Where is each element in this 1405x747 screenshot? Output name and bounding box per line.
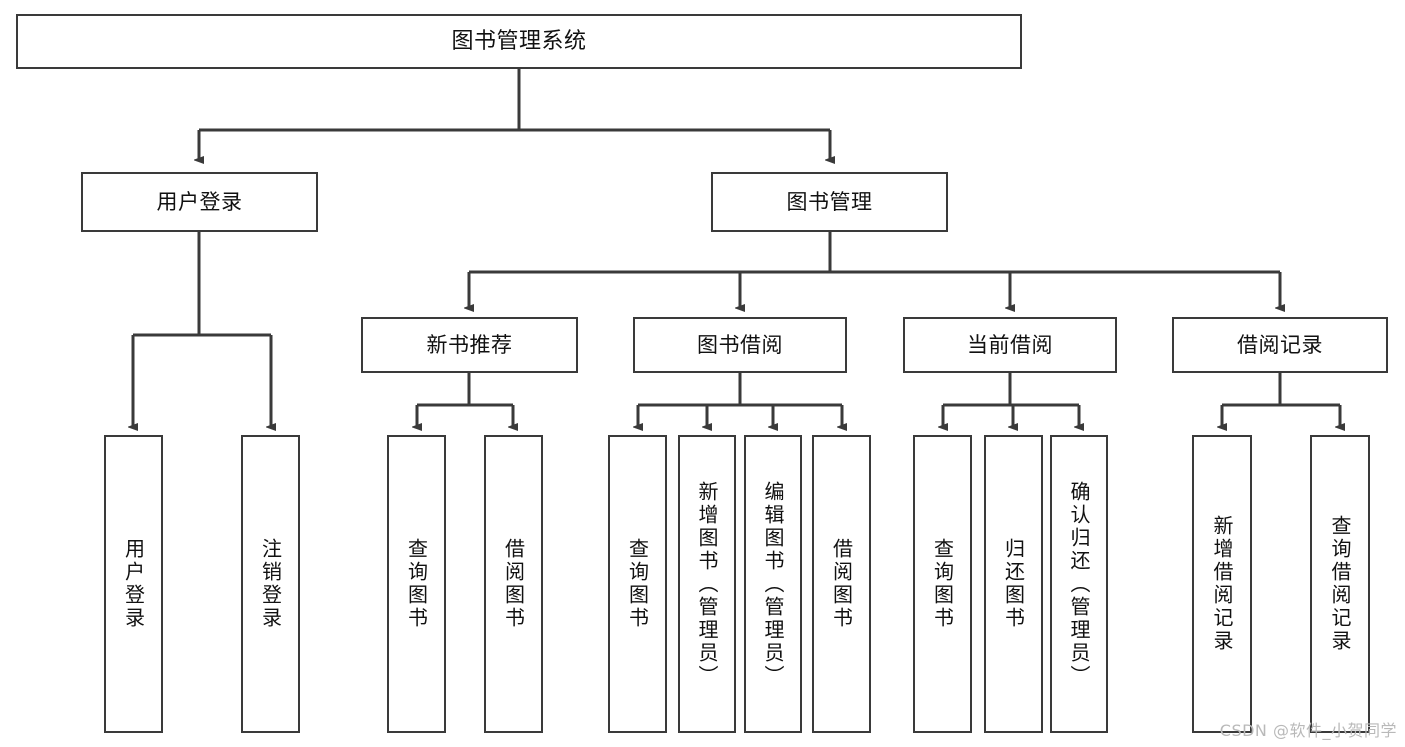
leaf-borrow-borrow-book-label: 借阅图书 xyxy=(829,538,854,630)
leaf-user-login-login-label: 用户登录 xyxy=(121,538,146,630)
leaf-current-return-book-label: 归还图书 xyxy=(1001,538,1026,630)
leaf-current-confirm-return[interactable]: 确认归还（管理员） xyxy=(1050,435,1108,733)
leaf-borrow-borrow-book[interactable]: 借阅图书 xyxy=(812,435,871,733)
leaf-record-query-record[interactable]: 查询借阅记录 xyxy=(1310,435,1370,733)
leaf-user-login-logout-label: 注销登录 xyxy=(258,538,283,630)
leaf-new-book-borrow[interactable]: 借阅图书 xyxy=(484,435,543,733)
node-borrow-record-label: 借阅记录 xyxy=(1237,332,1323,357)
watermark: CSDN @软件_小贺同学 xyxy=(1219,721,1397,740)
leaf-user-login-logout[interactable]: 注销登录 xyxy=(241,435,300,733)
node-book-management[interactable]: 图书管理 xyxy=(711,172,948,232)
leaf-current-query-book[interactable]: 查询图书 xyxy=(913,435,972,733)
leaf-record-query-record-label: 查询借阅记录 xyxy=(1328,515,1352,653)
node-current-borrow-label: 当前借阅 xyxy=(967,332,1053,357)
leaf-user-login-login[interactable]: 用户登录 xyxy=(104,435,163,733)
node-new-book-recommend-label: 新书推荐 xyxy=(426,332,513,357)
node-user-login-label: 用户登录 xyxy=(156,189,243,214)
leaf-new-book-query-label: 查询图书 xyxy=(404,538,429,630)
leaf-record-add-record-label: 新增借阅记录 xyxy=(1210,515,1234,653)
leaf-record-add-record[interactable]: 新增借阅记录 xyxy=(1192,435,1252,733)
leaf-current-return-book[interactable]: 归还图书 xyxy=(984,435,1043,733)
leaf-new-book-query[interactable]: 查询图书 xyxy=(387,435,446,733)
leaf-borrow-query-book-label: 查询图书 xyxy=(625,538,650,630)
node-new-book-recommend[interactable]: 新书推荐 xyxy=(361,317,578,373)
leaf-borrow-query-book[interactable]: 查询图书 xyxy=(608,435,667,733)
node-root-label: 图书管理系统 xyxy=(451,28,587,54)
leaf-borrow-add-book[interactable]: 新增图书（管理员） xyxy=(678,435,736,733)
node-current-borrow[interactable]: 当前借阅 xyxy=(903,317,1117,373)
node-book-borrow-label: 图书借阅 xyxy=(697,332,783,357)
node-book-borrow[interactable]: 图书借阅 xyxy=(633,317,847,373)
leaf-borrow-add-book-label: 新增图书（管理员） xyxy=(695,480,719,688)
leaf-current-query-book-label: 查询图书 xyxy=(930,538,955,630)
node-root[interactable]: 图书管理系统 xyxy=(16,14,1022,69)
node-user-login[interactable]: 用户登录 xyxy=(81,172,318,232)
leaf-new-book-borrow-label: 借阅图书 xyxy=(501,538,526,630)
leaf-borrow-edit-book-label: 编辑图书（管理员） xyxy=(761,480,785,688)
leaf-borrow-edit-book[interactable]: 编辑图书（管理员） xyxy=(744,435,802,733)
node-book-management-label: 图书管理 xyxy=(786,189,873,214)
node-borrow-record[interactable]: 借阅记录 xyxy=(1172,317,1388,373)
leaf-current-confirm-return-label: 确认归还（管理员） xyxy=(1067,480,1091,688)
